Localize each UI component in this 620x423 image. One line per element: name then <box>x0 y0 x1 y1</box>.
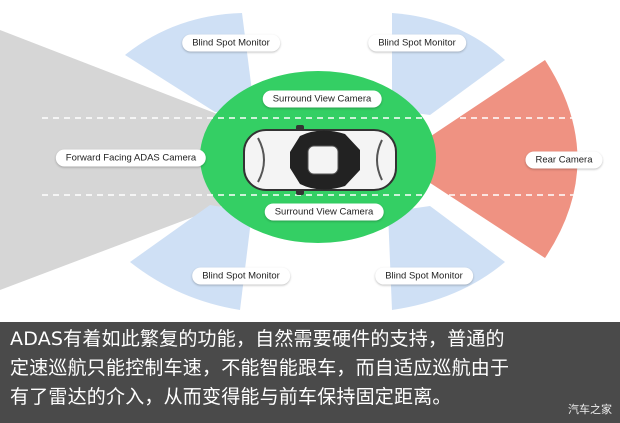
blind-spot-monitor-label-bottom-right: Blind Spot Monitor <box>375 267 473 285</box>
blind-spot-monitor-label-top-left: Blind Spot Monitor <box>182 34 280 52</box>
blind-spot-monitor-label-bottom-left: Blind Spot Monitor <box>192 267 290 285</box>
rear-camera-label: Rear Camera <box>525 151 603 169</box>
caption-line-2: 定速巡航只能控制车速，不能智能跟车，而自适应巡航由于 <box>10 357 510 379</box>
forward-facing-adas-camera-label: Forward Facing ADAS Camera <box>55 149 207 167</box>
surround-view-camera-label-bottom: Surround View Camera <box>264 203 384 221</box>
surround-view-camera-label-top: Surround View Camera <box>262 90 382 108</box>
blind-spot-monitor-label-top-right: Blind Spot Monitor <box>368 34 466 52</box>
watermark: 汽车之家 <box>568 403 612 416</box>
blind-spot-zone-bottom-right <box>388 206 505 310</box>
caption-panel: ADAS有着如此繁复的功能，自然需要硬件的支持，普通的 定速巡航只能控制车速，不… <box>0 322 620 423</box>
rear-camera-zone <box>395 60 578 258</box>
caption-line-1: ADAS有着如此繁复的功能，自然需要硬件的支持，普通的 <box>10 328 505 350</box>
car-top-view-icon <box>243 125 397 195</box>
caption-line-3: 有了雷达的介入，从而变得能与前车保持固定距离。 <box>10 386 452 408</box>
